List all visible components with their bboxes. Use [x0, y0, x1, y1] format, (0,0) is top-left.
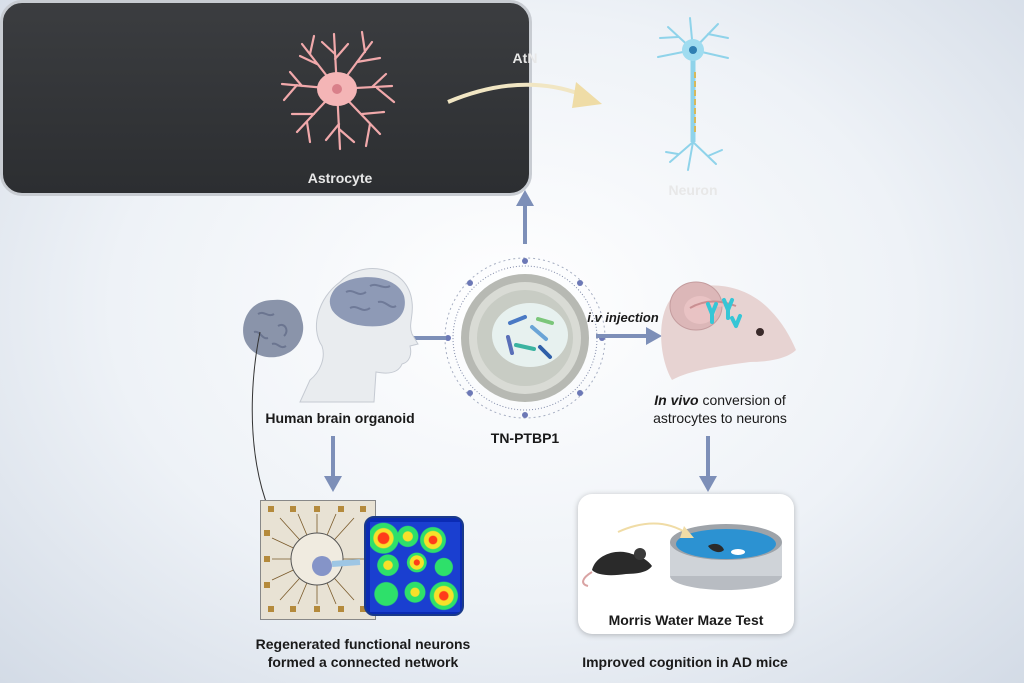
atn-label: AtN	[512, 50, 538, 66]
in-vivo-label-line1: In vivo conversion of	[640, 392, 800, 408]
arrow-to-panel	[516, 190, 534, 244]
calcium-imaging-panel	[364, 516, 464, 616]
mea-chip-details	[264, 506, 370, 612]
mouse-head-illustration	[661, 281, 796, 380]
astrocyte-illustration	[280, 30, 396, 151]
brain-organoid-label: Human brain organoid	[265, 410, 415, 426]
arrow-to-chip	[324, 436, 342, 492]
maze-card-title: Morris Water Maze Test	[608, 612, 764, 628]
left-caption-line1: Regenerated functional neurons	[255, 636, 471, 652]
nanoparticle-illustration	[444, 257, 606, 419]
neuron-illustration	[657, 17, 729, 171]
human-head-illustration	[299, 268, 419, 403]
atn-arrow	[447, 82, 602, 108]
arrow-to-maze	[699, 436, 717, 492]
iv-injection-label: i.v injection	[587, 310, 659, 325]
in-vivo-rest: conversion of	[698, 392, 786, 408]
in-vivo-label-line2: astrocytes to neurons	[653, 410, 787, 426]
in-vivo-italic: In vivo	[654, 392, 699, 408]
nanoparticle-label: TN-PTBP1	[490, 430, 560, 446]
water-maze-illustration	[582, 522, 782, 590]
right-caption: Improved cognition in AD mice	[582, 654, 788, 670]
left-caption-line2: formed a connected network	[267, 654, 459, 670]
neuron-label: Neuron	[668, 182, 718, 198]
astrocyte-label: Astrocyte	[307, 170, 373, 186]
arrow-to-mouse	[596, 327, 662, 345]
conversion-panel	[0, 0, 532, 196]
